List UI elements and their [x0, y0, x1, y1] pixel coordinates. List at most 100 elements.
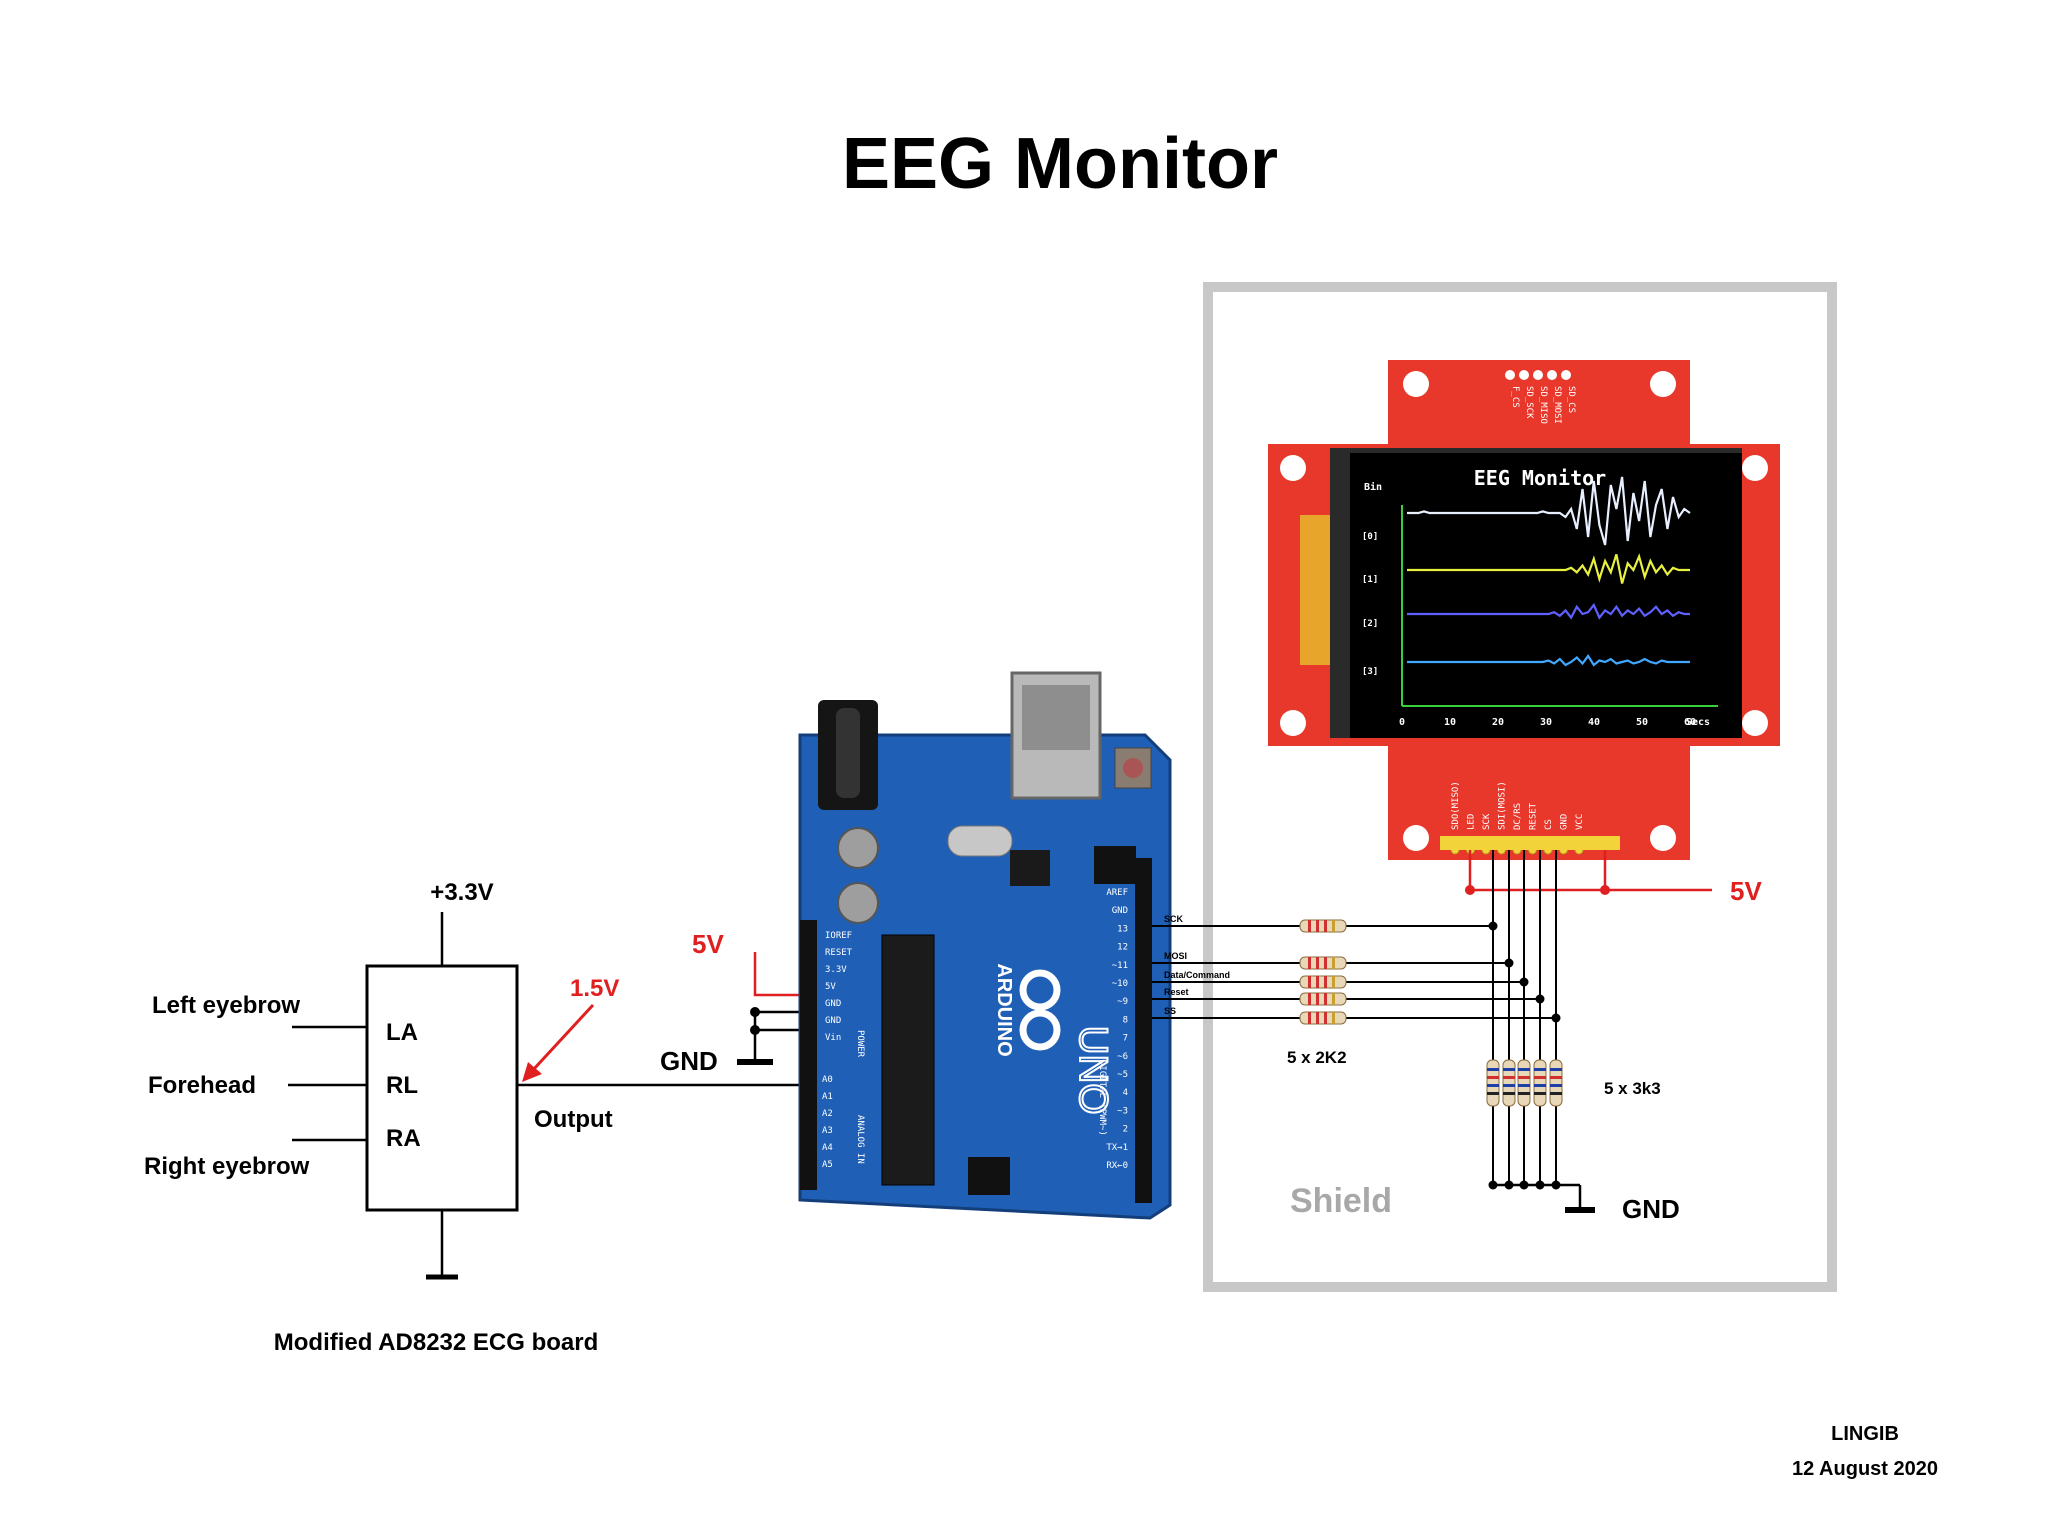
- mount-hole-rb: [1742, 710, 1768, 736]
- lcd-bin-label: [0]: [1362, 532, 1378, 542]
- digital-pin-label: GND: [1112, 906, 1128, 916]
- bias-arrowhead: [522, 1062, 542, 1082]
- digital-pin-label: ~3: [1117, 1106, 1128, 1116]
- arduino-5v-label: 5V: [692, 929, 724, 959]
- analog-section-label: ANALOG IN: [855, 1115, 865, 1164]
- mount-hole-tl: [1403, 371, 1429, 397]
- digital-section-label: DIGITAL (PWM~): [1097, 1060, 1107, 1136]
- resistor-band: [1487, 1076, 1499, 1079]
- tft-pin-label: SCK: [1482, 813, 1492, 830]
- signal-junction: [1488, 921, 1498, 931]
- lcd-title: EEG Monitor: [1474, 466, 1606, 490]
- digital-pin-label: ~10: [1112, 979, 1128, 989]
- digital-pin-label: ~9: [1117, 997, 1128, 1007]
- sd-pin-pad: [1519, 370, 1529, 380]
- tft-pin-label: RESET: [1529, 802, 1539, 830]
- analog-pin-label: A2: [822, 1109, 833, 1119]
- resistor-band: [1308, 993, 1311, 1005]
- ecg-board: +3.3V LA RL RA Left eyebrow Forehead Rig…: [144, 879, 805, 1356]
- resistor-band: [1308, 976, 1311, 988]
- icsp-header-bottom: [968, 1157, 1010, 1195]
- digital-pin-label: 2: [1123, 1125, 1128, 1135]
- lcd-xlabel: Secs: [1686, 717, 1710, 728]
- power-pin-label: GND: [825, 999, 841, 1009]
- signal-junction: [1551, 1013, 1561, 1023]
- analog-pin-label: A0: [822, 1075, 833, 1085]
- resistor-band: [1487, 1092, 1499, 1095]
- arduino-5v-wire: [753, 952, 812, 997]
- signal-junction: [1535, 994, 1545, 1004]
- power-pin-label: Vin: [825, 1033, 841, 1043]
- resistor-band: [1534, 1084, 1546, 1087]
- tft-pin-label: LED: [1467, 814, 1477, 830]
- atmega-chip: [881, 934, 935, 1186]
- digital-pin-label: 7: [1123, 1034, 1128, 1044]
- series-resistor: [1299, 975, 1347, 989]
- resistor-band: [1332, 1012, 1335, 1024]
- ribbon-connector: [1300, 515, 1334, 665]
- usb-chip: [1010, 850, 1050, 886]
- resistor-band: [1324, 976, 1327, 988]
- pulldown-resistor: [1517, 1059, 1531, 1107]
- pulldown-resistor-label: 5 x 3k3: [1604, 1079, 1661, 1098]
- resistor-band: [1534, 1092, 1546, 1095]
- resistor-band: [1324, 957, 1327, 969]
- analog-pin-label: A1: [822, 1092, 833, 1102]
- analog-pin-label: A5: [822, 1160, 833, 1170]
- usb-connector-inner: [1022, 685, 1090, 750]
- signal-label: SS: [1164, 1006, 1176, 1016]
- uno-mark: UNO: [1070, 1025, 1116, 1116]
- lcd-x-tick: 20: [1492, 717, 1504, 728]
- signal-label: SCK: [1164, 914, 1184, 924]
- lcd-bin-label: [2]: [1362, 619, 1378, 629]
- mount-hole-tr: [1650, 371, 1676, 397]
- lcd-ylabel: Bin: [1364, 481, 1382, 493]
- sd-pin-pad: [1505, 370, 1515, 380]
- power-jack-inner: [836, 708, 860, 798]
- gnd-junction-1: [750, 1007, 760, 1017]
- pin-ra: RA: [386, 1125, 421, 1152]
- digital-pin-label: 13: [1117, 924, 1128, 934]
- 5v-junction-led: [1465, 885, 1475, 895]
- resistor-band: [1550, 1092, 1562, 1095]
- digital-pin-label: 12: [1117, 943, 1128, 953]
- diagram-title: EEG Monitor: [842, 124, 1278, 204]
- digital-pin-label: ~6: [1117, 1052, 1128, 1062]
- resistor-band: [1550, 1076, 1562, 1079]
- lcd-x-tick: 10: [1444, 717, 1456, 728]
- resistor-band: [1324, 920, 1327, 932]
- series-resistor: [1299, 919, 1347, 933]
- signal-junction: [1504, 958, 1514, 968]
- power-pin-label: IOREF: [825, 931, 852, 941]
- resistor-band: [1316, 976, 1319, 988]
- tft-pin-label: VCC: [1575, 814, 1585, 830]
- lcd-x-tick: 40: [1588, 717, 1600, 728]
- signal-label: MOSI: [1164, 951, 1187, 961]
- mount-hole-lb: [1280, 710, 1306, 736]
- mount-hole-br: [1650, 825, 1676, 851]
- shield-gnd-label: GND: [1622, 1194, 1680, 1224]
- sd-pin-label: SD_MISO: [1538, 386, 1548, 424]
- footer-author: LINGIB: [1831, 1423, 1899, 1445]
- tft-pin-label: SDI(MOSI): [1498, 781, 1508, 830]
- tft-pin-header: [1440, 836, 1620, 850]
- resistor-band: [1308, 1012, 1311, 1024]
- tft-pin-label: CS: [1544, 819, 1554, 830]
- digital-pin-label: ~11: [1112, 961, 1128, 971]
- signal-label: Data/Command: [1164, 970, 1230, 980]
- resistor-band: [1332, 976, 1335, 988]
- series-resistor: [1299, 992, 1347, 1006]
- resistor-band: [1534, 1068, 1546, 1071]
- sd-pin-label: SD_CS: [1566, 386, 1576, 413]
- power-pin-label: GND: [825, 1016, 841, 1026]
- resistor-band: [1503, 1084, 1515, 1087]
- power-pin-label: 3.3V: [825, 965, 847, 975]
- tft-pin-label: SDO(MISO): [1451, 781, 1461, 830]
- lcd-bin-label: [1]: [1362, 575, 1378, 585]
- resistor-band: [1503, 1068, 1515, 1071]
